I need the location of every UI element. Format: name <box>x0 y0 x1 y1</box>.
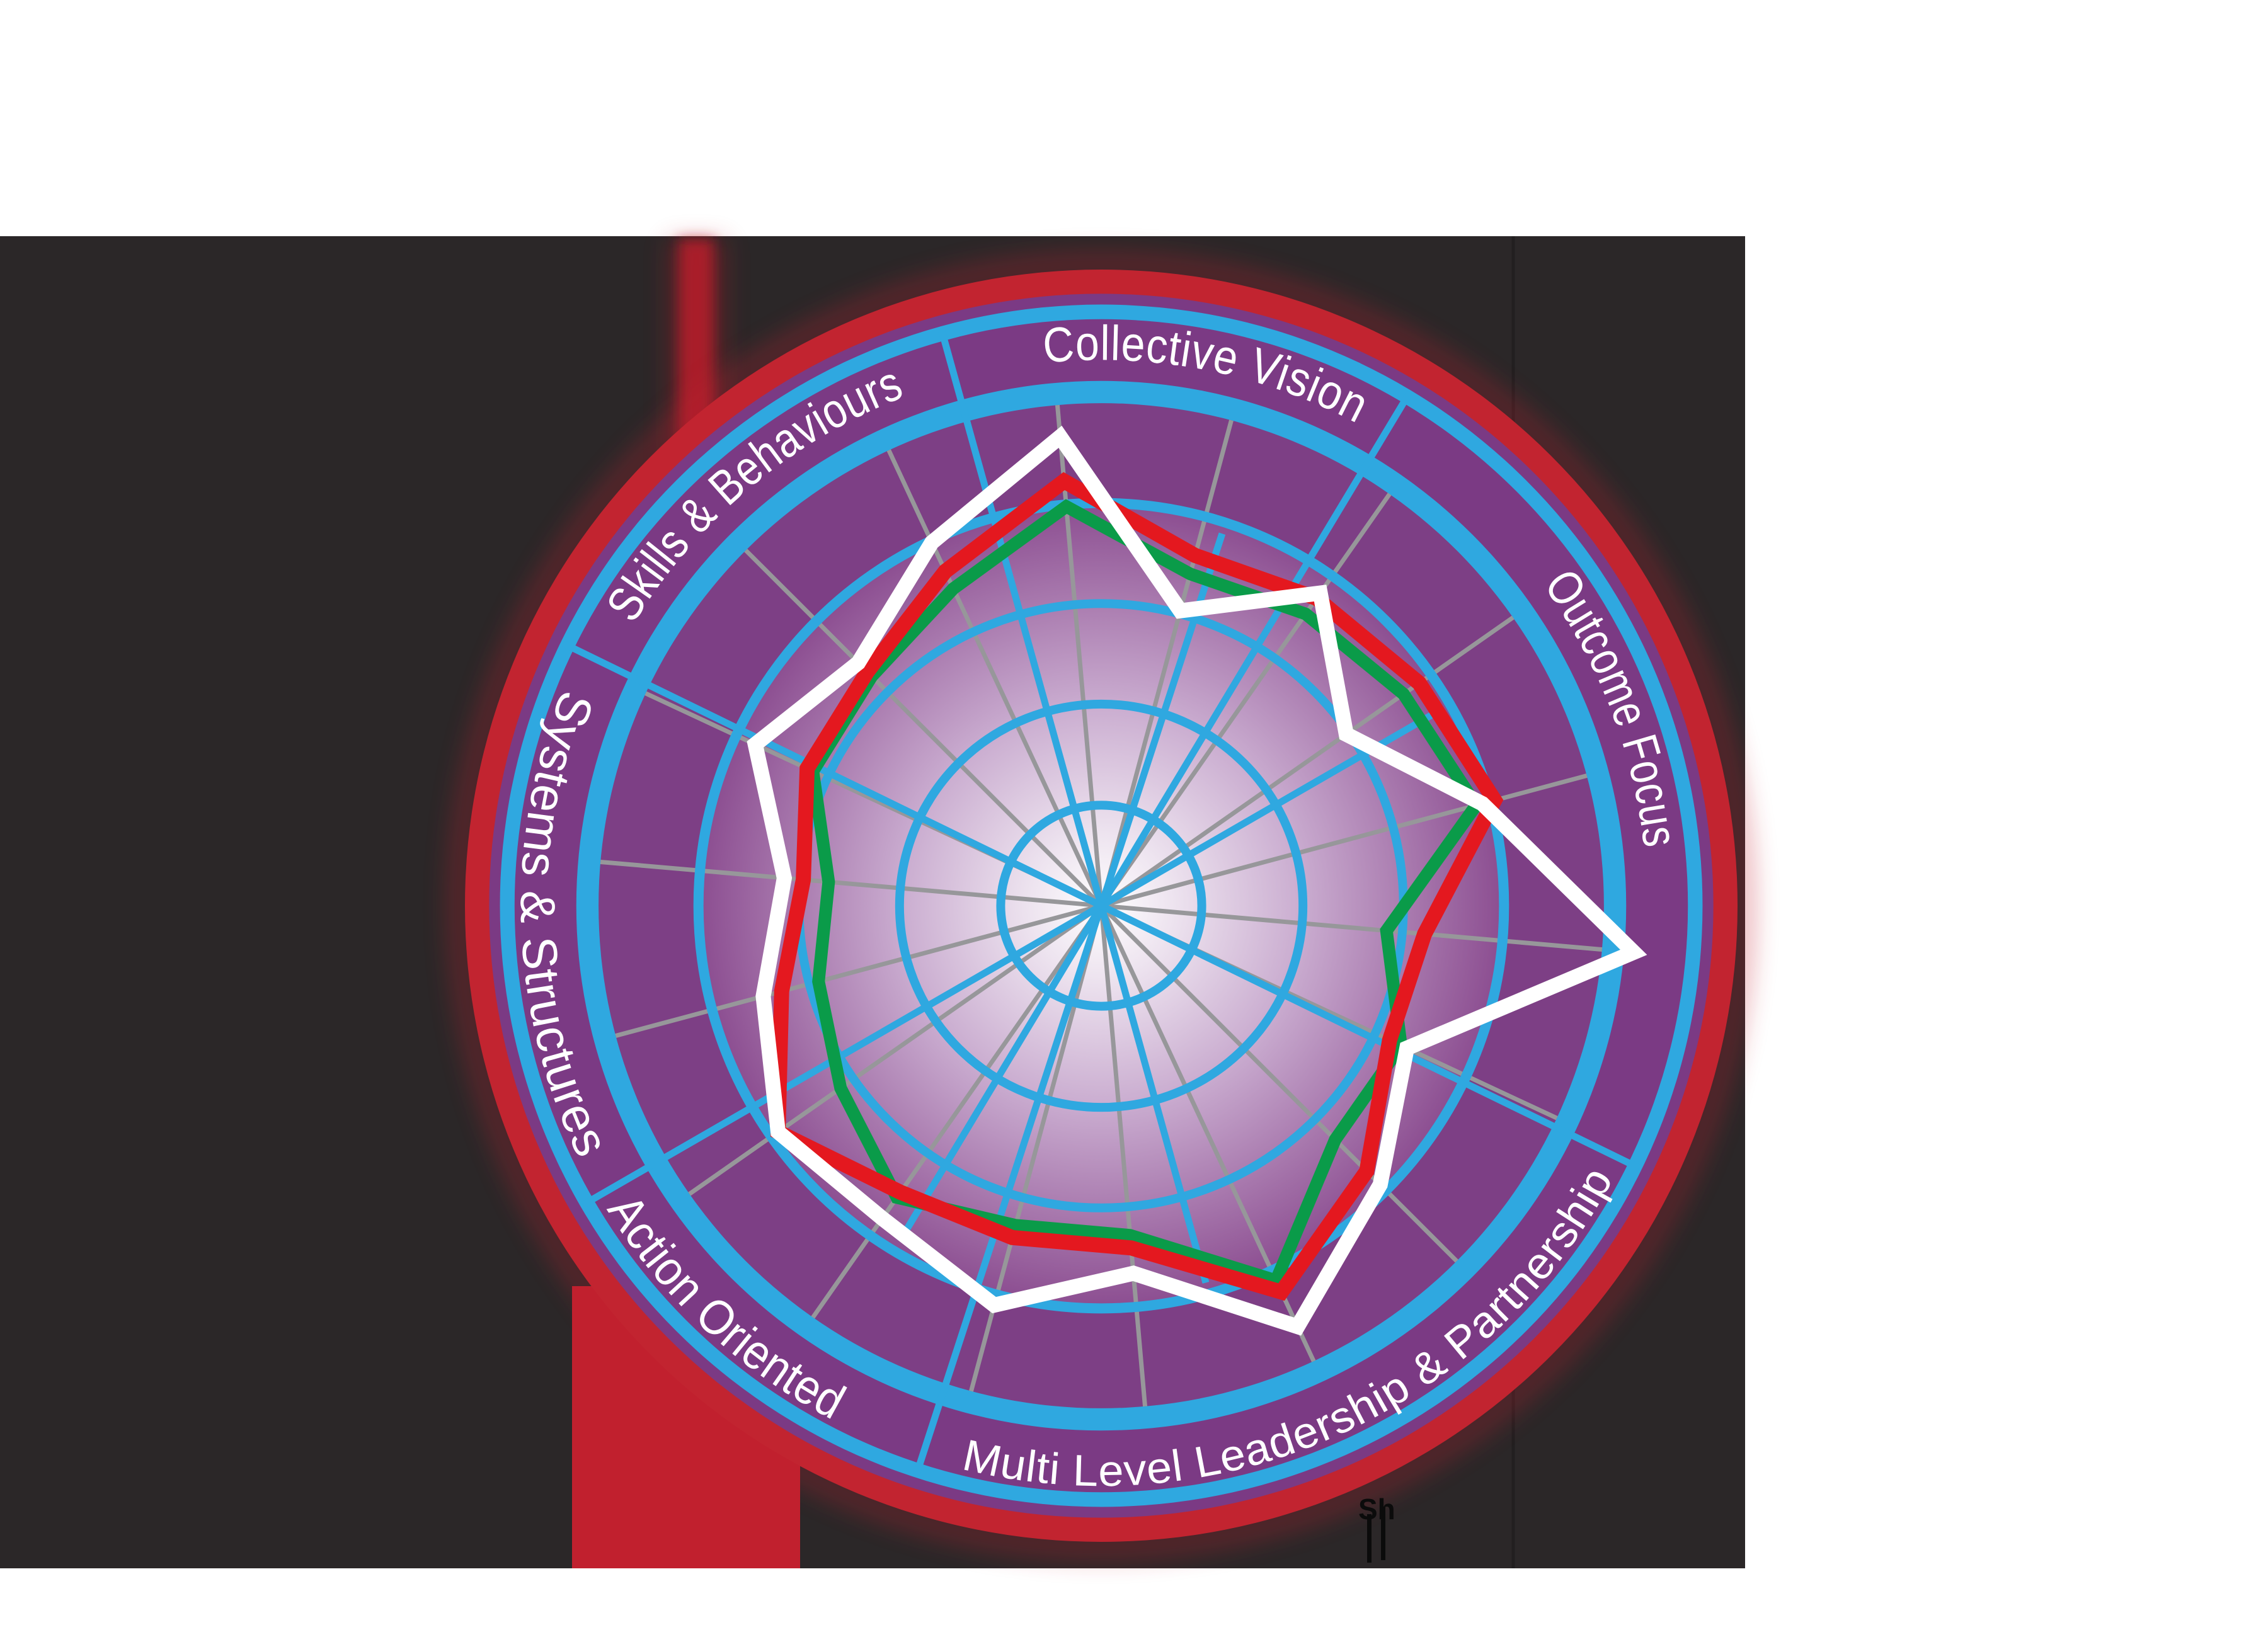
glitch-streak <box>1367 1514 1372 1563</box>
rim-glow-artifact <box>445 250 1757 1561</box>
radial-spoke <box>688 904 1103 1196</box>
segment-divider <box>913 532 1226 1476</box>
segment-divider <box>581 707 1442 1208</box>
radial-spoke <box>811 904 1103 1319</box>
radial-spoke <box>1101 903 1603 952</box>
radial-spoke <box>1099 493 1392 908</box>
radar-series-red <box>770 472 1504 1301</box>
segment-divider <box>937 328 1210 1284</box>
gridline-circle <box>895 699 1308 1112</box>
segment-divider <box>562 640 1455 1081</box>
radial-spoke <box>600 859 1102 908</box>
radial-spoke <box>1099 904 1458 1263</box>
gridline-circle <box>996 801 1206 1011</box>
radial-spoke <box>1099 905 1148 1407</box>
segment-divider <box>896 391 1412 1243</box>
radial-spoke <box>1099 615 1515 908</box>
radial-spoke <box>1101 773 1588 908</box>
radial-spoke <box>886 449 1104 907</box>
radial-spoke <box>744 549 1103 908</box>
glitch-text: Sh <box>1358 1493 1395 1525</box>
radar-series-white <box>747 425 1647 1336</box>
radial-spoke <box>615 903 1102 1038</box>
radial-spoke <box>1099 419 1234 906</box>
glitch-streak <box>1381 1507 1385 1560</box>
